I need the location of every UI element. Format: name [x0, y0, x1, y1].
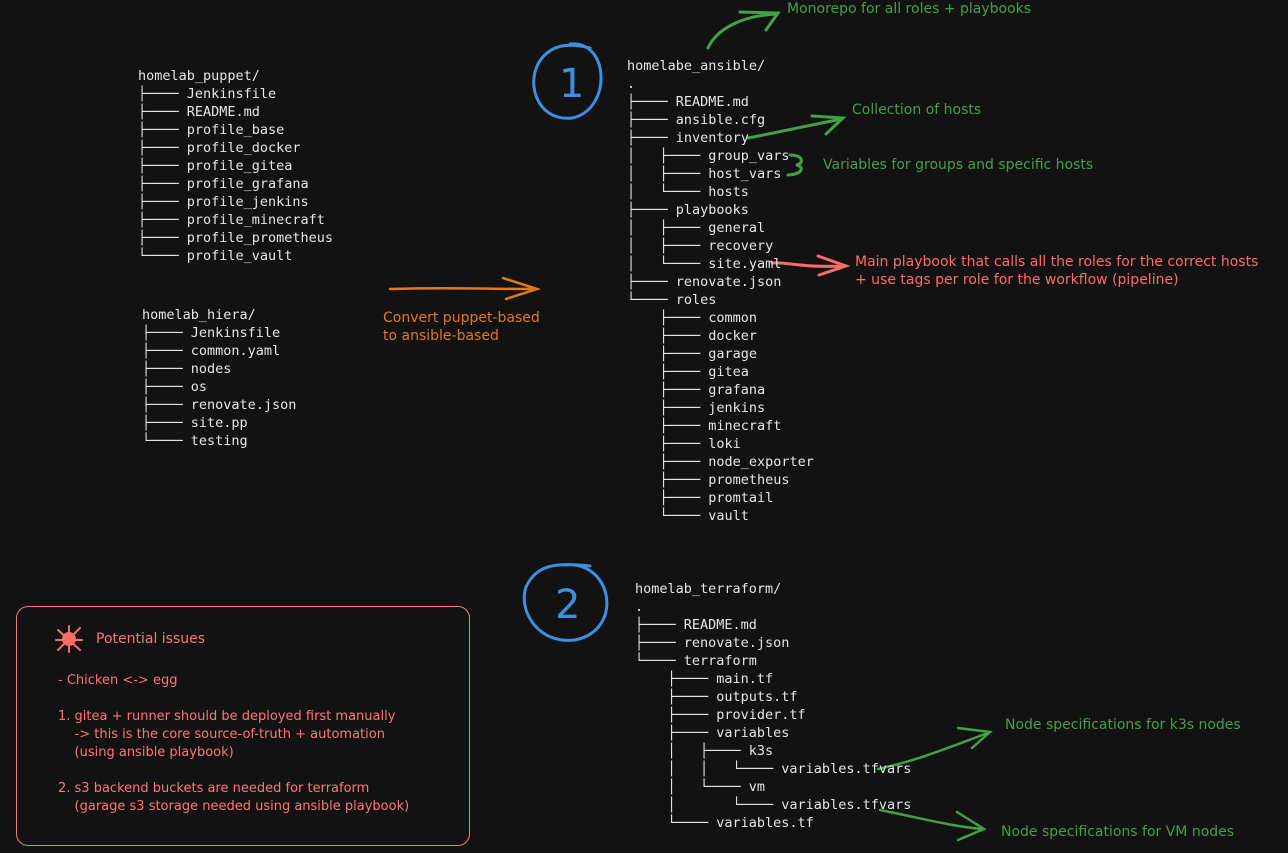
terraform-item: │ │ └──── variables.tfvars: [635, 761, 912, 777]
ansible-item: ├──── minecraft: [627, 418, 782, 434]
ansible-item: ├──── grafana: [627, 382, 766, 398]
main-playbook-note: Main playbook that calls all the roles f…: [855, 253, 1258, 289]
hiera-root: homelab_hiera/: [142, 307, 256, 323]
main-playbook-line: Main playbook that calls all the roles f…: [855, 254, 1259, 270]
puppet-item: └──── profile_vault: [138, 248, 293, 264]
issues-list: - Chicken <-> egg 1. gitea + runner shoul…: [58, 672, 409, 816]
ansible-item: ├──── README.md: [627, 94, 749, 110]
puppet-item: ├──── profile_docker: [138, 140, 301, 156]
ansible-item: ├──── inventory: [627, 130, 749, 146]
terraform-item: ├──── outputs.tf: [635, 689, 798, 705]
puppet-tree: homelab_puppet/ ├──── Jenkinsfile ├──── RE…: [138, 67, 333, 265]
hosts-note: Collection of hosts: [852, 102, 982, 118]
convert-arrow: [388, 276, 542, 301]
issue-line: (using ansible playbook): [58, 745, 234, 760]
puppet-item: ├──── profile_prometheus: [138, 230, 334, 246]
ansible-item: ├──── prometheus: [627, 472, 790, 488]
ansible-item: ├──── ansible.cfg: [627, 112, 766, 128]
monorepo-arrow: [706, 10, 781, 50]
terraform-root: homelab_terraform/: [635, 581, 782, 597]
circle-number-1: 1: [532, 42, 603, 120]
ansible-item: ├──── node_exporter: [627, 454, 814, 470]
terraform-item: │ └──── vm: [635, 779, 766, 795]
hiera-tree: homelab_hiera/ ├──── Jenkinsfile ├──── com…: [142, 306, 296, 450]
ansible-item: │ ├──── group_vars: [627, 148, 790, 164]
terraform-item: ├──── main.tf: [635, 671, 774, 687]
ansible-item: │ ├──── recovery: [627, 238, 774, 254]
k3s-note: Node specifications for k3s nodes: [1005, 717, 1241, 733]
main-playbook-line: + use tags per role for the workflow (pi…: [855, 272, 1179, 288]
ansible-item: └──── vault: [627, 508, 749, 524]
puppet-item: ├──── profile_grafana: [138, 176, 309, 192]
issues-box: [16, 606, 470, 846]
issue-line: -> this is the core source-of-truth + au…: [58, 727, 385, 742]
convert-note-line: to ansible-based: [383, 328, 499, 344]
terraform-item: │ └──── variables.tfvars: [635, 797, 912, 813]
monorepo-note: Monorepo for all roles + playbooks: [787, 1, 1032, 17]
convert-note: Convert puppet-based to ansible-based: [383, 309, 540, 345]
issues-title: Potential issues: [96, 631, 206, 647]
terraform-item: ├──── renovate.json: [635, 635, 790, 651]
terraform-item: └──── variables.tf: [635, 815, 814, 831]
puppet-item: ├──── profile_jenkins: [138, 194, 309, 210]
ansible-item: ├──── renovate.json: [627, 274, 782, 290]
issue-line: 1. gitea + runner should be deployed fir…: [58, 709, 396, 724]
ansible-item: ├──── jenkins: [627, 400, 766, 416]
ansible-item: └──── roles: [627, 292, 717, 308]
issue-line: (garage s3 storage needed using ansible …: [58, 799, 410, 814]
terraform-item: .: [635, 599, 644, 615]
ansible-item: ├──── common: [627, 310, 758, 326]
puppet-item: ├──── profile_minecraft: [138, 212, 325, 228]
hiera-item: ├──── renovate.json: [142, 397, 297, 413]
puppet-item: ├──── profile_base: [138, 122, 285, 138]
hiera-item: ├──── os: [142, 379, 208, 395]
hiera-item: └──── testing: [142, 433, 248, 449]
ansible-tree: homelabe_ansible/. ├──── README.md ├──── a…: [627, 57, 814, 525]
ansible-item: ├──── promtail: [627, 490, 774, 506]
hosts-arrow: [746, 114, 847, 140]
number-2-label: 2: [555, 582, 580, 628]
ansible-item: ├──── gitea: [627, 364, 749, 380]
ansible-item: ├──── playbooks: [627, 202, 749, 218]
vars-brace: [786, 153, 803, 177]
ansible-item: ├──── garage: [627, 346, 758, 362]
puppet-item: ├──── profile_gitea: [138, 158, 293, 174]
hiera-item: ├──── common.yaml: [142, 343, 281, 359]
issue-line: - Chicken <-> egg: [58, 673, 178, 688]
site-yaml-arrow: [770, 254, 851, 277]
issue-line: [58, 690, 409, 708]
terraform-item: ├──── README.md: [635, 617, 757, 633]
convert-note-line: Convert puppet-based: [383, 310, 540, 326]
ansible-root: homelabe_ansible/: [627, 58, 766, 74]
ansible-item: │ ├──── host_vars: [627, 166, 782, 182]
ansible-item: ├──── loki: [627, 436, 741, 452]
ansible-item: ├──── docker: [627, 328, 758, 344]
hiera-item: ├──── site.pp: [142, 415, 248, 431]
hiera-item: ├──── nodes: [142, 361, 232, 377]
vm-note: Node specifications for VM nodes: [1001, 824, 1235, 840]
puppet-item: ├──── Jenkinsfile: [138, 86, 277, 102]
terraform-item: │ ├──── k3s: [635, 743, 774, 759]
issue-line: [58, 762, 409, 780]
vars-note: Variables for groups and specific hosts: [823, 157, 1094, 173]
vm-arrow: [878, 808, 987, 842]
puppet-root: homelab_puppet/: [138, 68, 260, 84]
issue-line: 2. s3 backend buckets are needed for ter…: [58, 781, 370, 796]
splat-icon: [55, 625, 83, 653]
terraform-item: ├──── variables: [635, 725, 790, 741]
ansible-item: │ └──── site.yaml: [627, 256, 782, 272]
number-1-label: 1: [559, 61, 584, 107]
ansible-item: .: [627, 76, 636, 92]
k3s-arrow: [876, 726, 993, 771]
ansible-item: │ └──── hosts: [627, 184, 749, 200]
ansible-item: │ ├──── general: [627, 220, 766, 236]
terraform-item: ├──── provider.tf: [635, 707, 806, 723]
puppet-item: ├──── README.md: [138, 104, 260, 120]
circle-number-2: 2: [522, 563, 609, 642]
terraform-tree: homelab_terraform/. ├──── README.md ├──── …: [635, 580, 911, 832]
hiera-item: ├──── Jenkinsfile: [142, 325, 281, 341]
terraform-item: └──── terraform: [635, 653, 757, 669]
